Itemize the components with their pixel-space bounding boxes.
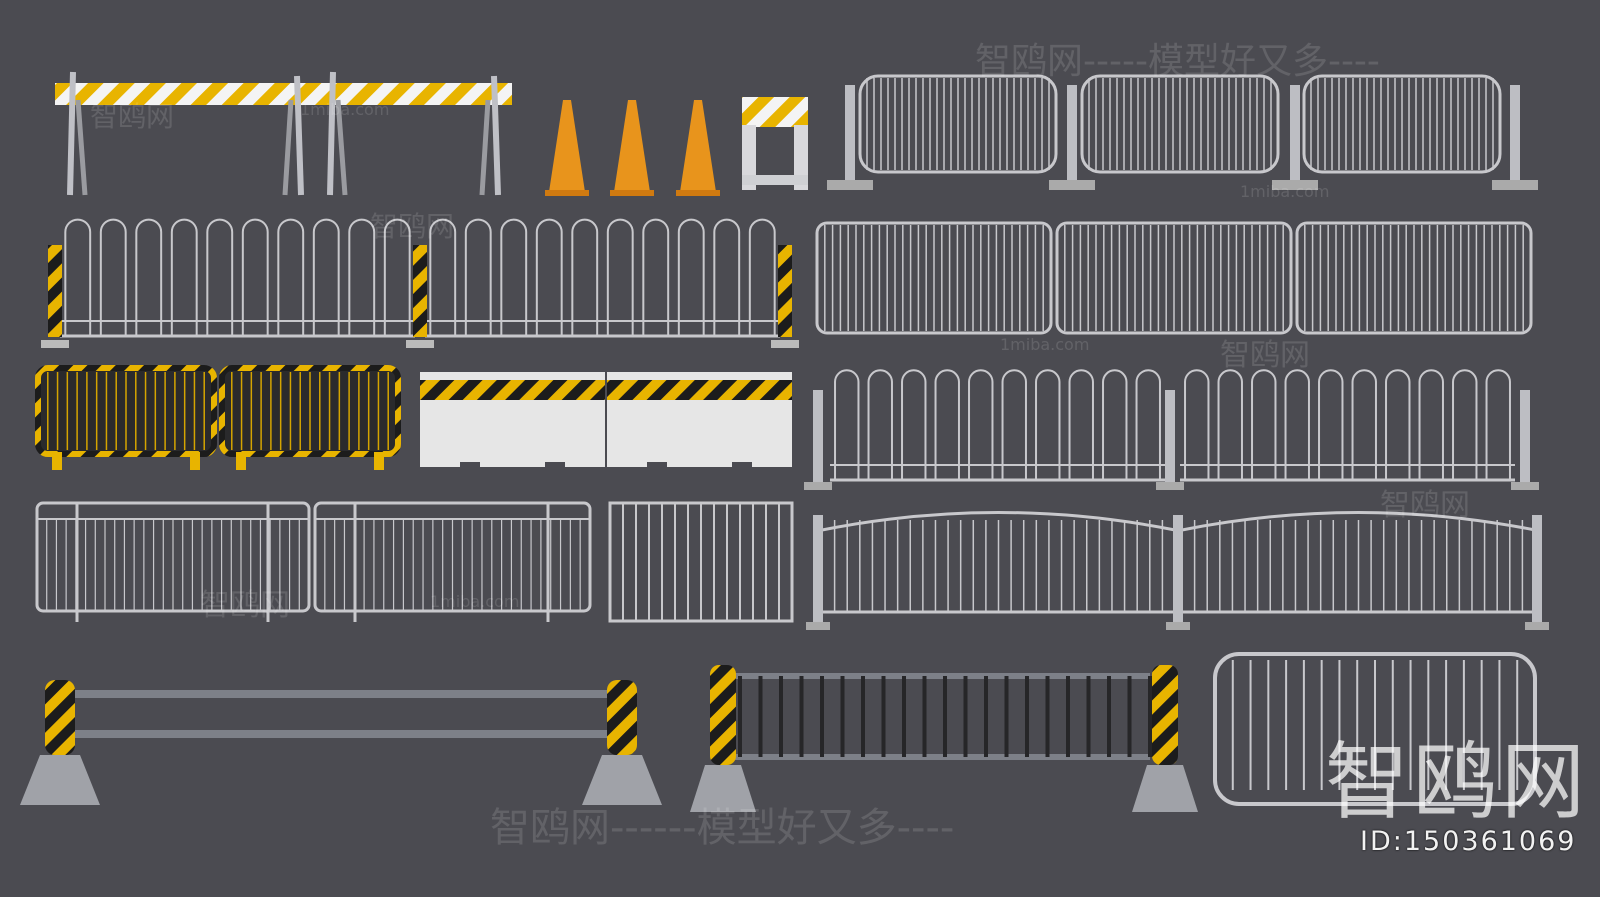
rail-barrier-with-posts (690, 665, 1198, 812)
watermark-brand: 智鸥网 (1380, 488, 1470, 523)
traffic-cone (676, 100, 720, 196)
watermark-domain: 1miba.com (430, 592, 520, 611)
crowd-barrier-row-2 (815, 221, 1533, 335)
watermark-slogan-bottom: 智鸥网------模型好又多---- (490, 805, 955, 851)
watermark-domain: 1miba.com (1240, 182, 1330, 201)
a-frame-barricade (742, 97, 808, 190)
watermark-brand: 智鸥网 (200, 588, 290, 623)
watermark-brand: 智鸥网 (90, 100, 175, 133)
grid-fence-panel (608, 501, 794, 623)
sawhorse-barricade (315, 71, 512, 196)
watermark-domain: 1miba.com (1000, 335, 1090, 354)
concrete-barrier (420, 372, 605, 470)
watermark-brand: 智鸥网 (1220, 338, 1310, 373)
watermark-domain: 1miba.com (300, 100, 390, 119)
watermark-brand: 智鸥网 (370, 210, 455, 243)
traffic-cone (610, 100, 654, 196)
crowd-barrier-row-top (827, 74, 1538, 190)
traffic-cone (545, 100, 589, 196)
rail-fence (35, 501, 592, 622)
yellow-black-barrier (35, 365, 217, 470)
bowed-fence (821, 511, 1176, 614)
concrete-barrier (607, 372, 792, 470)
brand-logo-watermark: 智鸥网 (1325, 733, 1590, 831)
fence-post (1525, 515, 1549, 630)
arched-fence-right (804, 369, 1539, 490)
watermark-slogan-top: 智鸥网-----模型好又多---- (975, 41, 1380, 82)
fence-post (806, 515, 830, 630)
pipe-barrier (20, 680, 662, 805)
crowd-barrier-large (1213, 652, 1537, 806)
sawhorse-barricade (55, 71, 315, 196)
yellow-black-barrier (219, 365, 401, 470)
image-id-label: ID:150361069 (1360, 826, 1577, 857)
bowed-fence (1181, 511, 1536, 614)
fence-post (1166, 515, 1190, 630)
arched-fence-left (41, 218, 799, 348)
